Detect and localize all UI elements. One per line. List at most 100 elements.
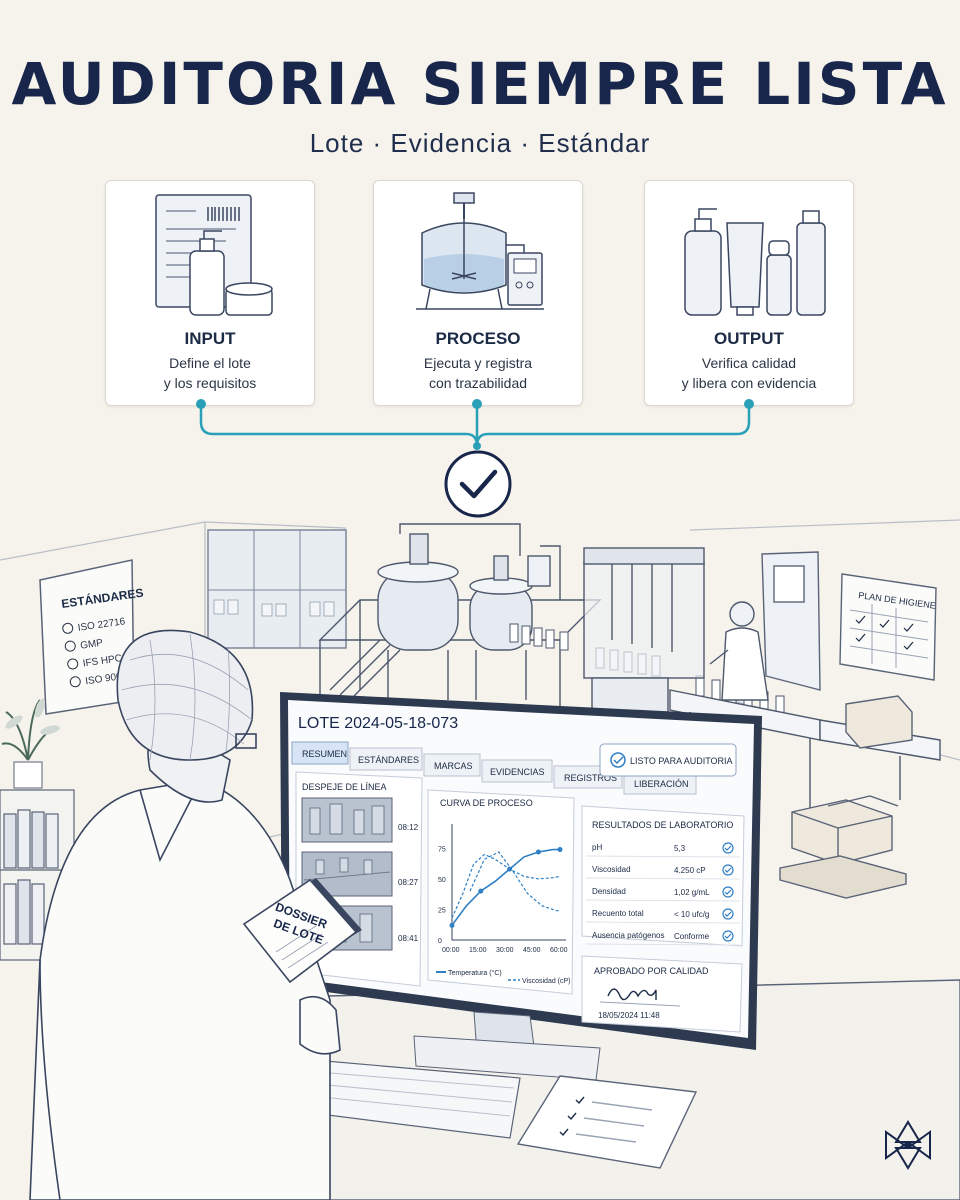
y-tick-label: 75 — [438, 846, 446, 853]
tablet-checklist — [516, 1075, 698, 1169]
y-tick-label: 50 — [438, 877, 446, 884]
tab-label: LIBERACIÓN — [634, 779, 689, 789]
clearance-time: 08:12 — [398, 823, 419, 832]
legend-viscosidad: Viscosidad (cP) — [522, 978, 571, 985]
data-point — [535, 849, 541, 855]
poster-item: IFS HPC — [82, 653, 123, 669]
card-proceso-title: PROCESO — [435, 329, 521, 348]
lab-results-title: RESULTADOS DE LABORATORIO — [592, 820, 733, 830]
tab-label: EVIDENCIAS — [490, 767, 545, 777]
lab-row-divider — [585, 877, 741, 880]
document-bottle-icon — [155, 194, 273, 316]
filling-machine — [583, 547, 705, 729]
tab-label: RESUMEN — [302, 749, 347, 759]
lab-row-label: Recuento total — [592, 909, 644, 918]
tab-label: MARCAS — [434, 761, 473, 771]
check-mark — [724, 911, 732, 917]
factory-window — [207, 529, 347, 649]
boxes — [779, 695, 913, 899]
mixing-tank-icon — [416, 192, 544, 310]
tab-marcas[interactable] — [423, 753, 481, 777]
cosmetic-products-icon — [684, 208, 826, 316]
data-point — [557, 847, 563, 853]
check-circle-icon — [444, 450, 512, 518]
process-curve-panel — [427, 789, 575, 995]
operator-figure — [709, 601, 769, 701]
lab-row-label: Densidad — [592, 887, 626, 896]
lab-row-divider — [585, 855, 741, 858]
lab-row-divider — [585, 899, 741, 902]
door — [761, 551, 821, 691]
y-tick-label: 25 — [438, 907, 446, 914]
lab-row-value: 1,02 g/mL — [674, 888, 710, 897]
series-line — [469, 851, 560, 912]
hygiene-plan-poster — [839, 573, 937, 681]
plant-icon — [1, 698, 60, 789]
check-icon — [722, 864, 734, 876]
audit-ready-label: LISTO PARA AUDITORIA — [630, 756, 733, 766]
lab-row-divider — [585, 921, 741, 924]
lab-row-value: Conforme — [674, 932, 710, 941]
x-tick-label: 15:00 — [469, 947, 487, 954]
x-tick-label: 30:00 — [496, 947, 514, 954]
lot-dossier — [242, 878, 362, 984]
signature — [607, 988, 657, 1001]
lab-row-value: 5,3 — [674, 844, 686, 853]
quality-technician — [29, 629, 341, 1200]
page-subtitle: Lote · Evidencia · Estándar — [309, 128, 651, 158]
page-title: AUDITORIA SIEMPRE LISTA — [11, 50, 949, 118]
tab-label: REGISTROS — [564, 773, 617, 783]
lab-row-value: 4.250 cP — [674, 866, 706, 875]
safety-glasses — [235, 733, 257, 749]
hairnet — [116, 629, 254, 761]
approval-panel — [581, 955, 743, 1033]
check-icon — [722, 886, 734, 898]
check-icon — [610, 752, 626, 768]
chart-legend — [436, 971, 520, 981]
card-output-title: OUTPUT — [714, 329, 784, 348]
clearance-time: 08:27 — [398, 878, 419, 887]
check-mark — [724, 867, 732, 873]
process-equipment — [318, 523, 602, 720]
lab-row-label: Ausencia patógenos — [592, 931, 665, 940]
x-tick-label: 00:00 — [442, 947, 460, 954]
poster-item: GMP — [80, 638, 104, 652]
audit-ready-badge — [599, 743, 737, 777]
lot-number: LOTE 2024-05-18-073 — [298, 715, 458, 732]
lab-row-divider — [585, 943, 741, 946]
flow-connector — [199, 404, 751, 447]
process-curve-chart: 0 25 50 75 00:00 15:00 30:00 45:00 60:00 — [438, 824, 568, 954]
x-tick-label: 60:00 — [550, 947, 568, 954]
tab-estandares[interactable] — [349, 747, 423, 771]
lab-row-label: Viscosidad — [592, 865, 631, 874]
tab-label: ESTÁNDARES — [358, 755, 419, 765]
lab-row-label: pH — [592, 843, 602, 852]
check-mark — [724, 889, 732, 895]
check-icon — [722, 908, 734, 920]
x-tick-label: 45:00 — [523, 947, 541, 954]
tab-resumen[interactable] — [291, 741, 349, 765]
tab-evidencias[interactable] — [481, 759, 553, 783]
line-clearance-title: DESPEJE DE LÍNEA — [302, 782, 387, 792]
chart-axes — [451, 824, 566, 941]
approval-title: APROBADO POR CALIDAD — [594, 966, 709, 976]
check-mark — [724, 845, 732, 851]
approval-date: 18/05/2024 11:48 — [598, 1011, 660, 1020]
check-icon — [722, 842, 734, 854]
data-point — [449, 922, 455, 928]
process-curve-title: CURVA DE PROCESO — [440, 798, 533, 808]
series-line — [451, 853, 561, 919]
clearance-time: 08:41 — [398, 934, 419, 943]
lab-row-value: < 10 ufc/g — [674, 910, 709, 919]
data-point — [478, 888, 484, 894]
check-icon — [722, 930, 734, 942]
y-tick-label: 0 — [438, 938, 442, 945]
